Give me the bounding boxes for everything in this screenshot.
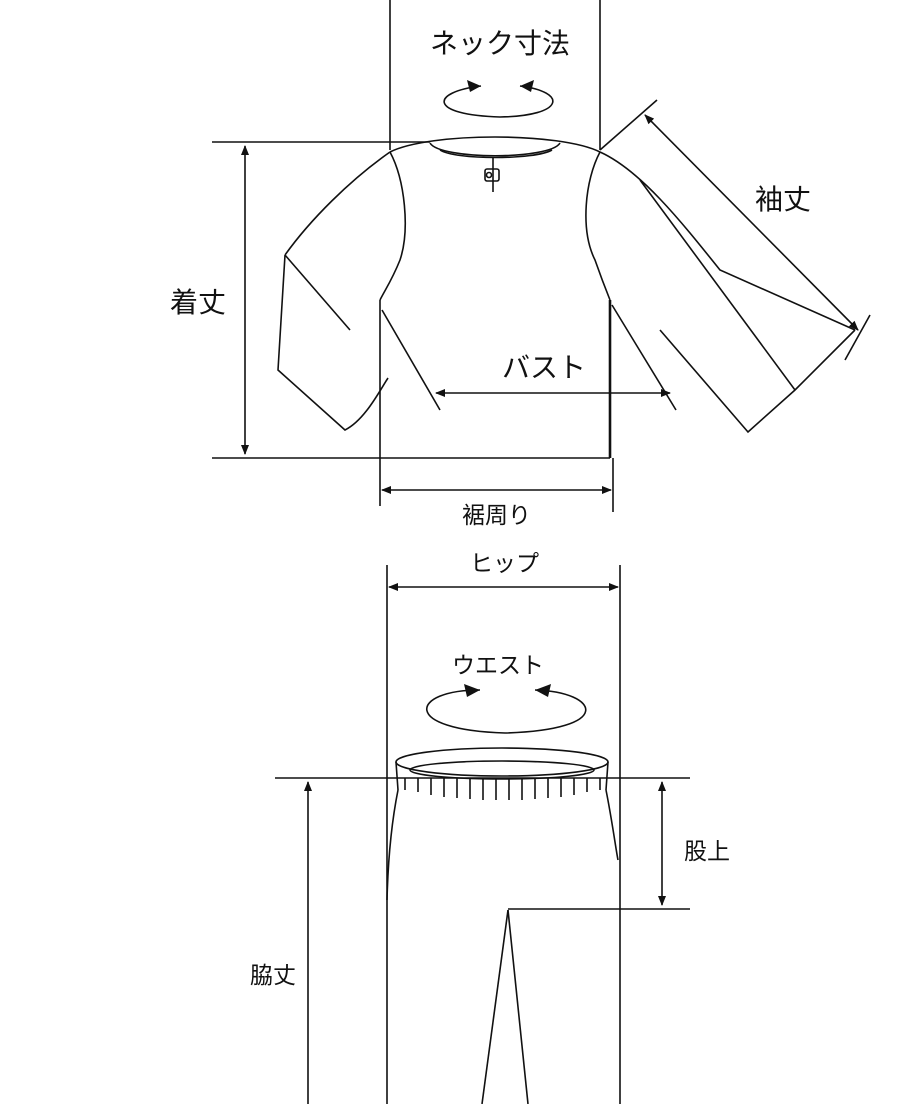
side-length-label: 脇丈 <box>250 963 296 989</box>
waist-loop-icon <box>426 684 587 734</box>
rise-label: 股上 <box>684 839 730 865</box>
pants-legs <box>386 789 619 1104</box>
zipper-pull-icon <box>484 157 500 192</box>
neck-loop-icon <box>443 80 554 118</box>
sweater-drawing <box>212 0 871 512</box>
hem-label: 裾周り <box>462 503 531 529</box>
hem-dimension <box>379 458 614 512</box>
rise-dimension <box>275 777 690 910</box>
sweater-right-sleeve <box>599 151 856 434</box>
neck-label: ネック寸法 <box>430 27 571 60</box>
bust-label: バスト <box>502 351 587 384</box>
pants-waistband <box>395 747 609 800</box>
length-label: 着丈 <box>170 286 227 319</box>
sweater-left-sleeve <box>277 151 391 431</box>
sweater-body <box>379 151 677 459</box>
waistband-ribbing <box>404 778 601 800</box>
pants-drawing <box>275 565 690 1104</box>
sweater-neckline <box>389 136 601 159</box>
waist-label: ウエスト <box>452 653 544 679</box>
length-dimension <box>212 141 430 459</box>
sleeve-dimension <box>599 99 871 361</box>
hip-label: ヒップ <box>470 551 539 577</box>
sleeve-label: 袖丈 <box>755 183 812 216</box>
